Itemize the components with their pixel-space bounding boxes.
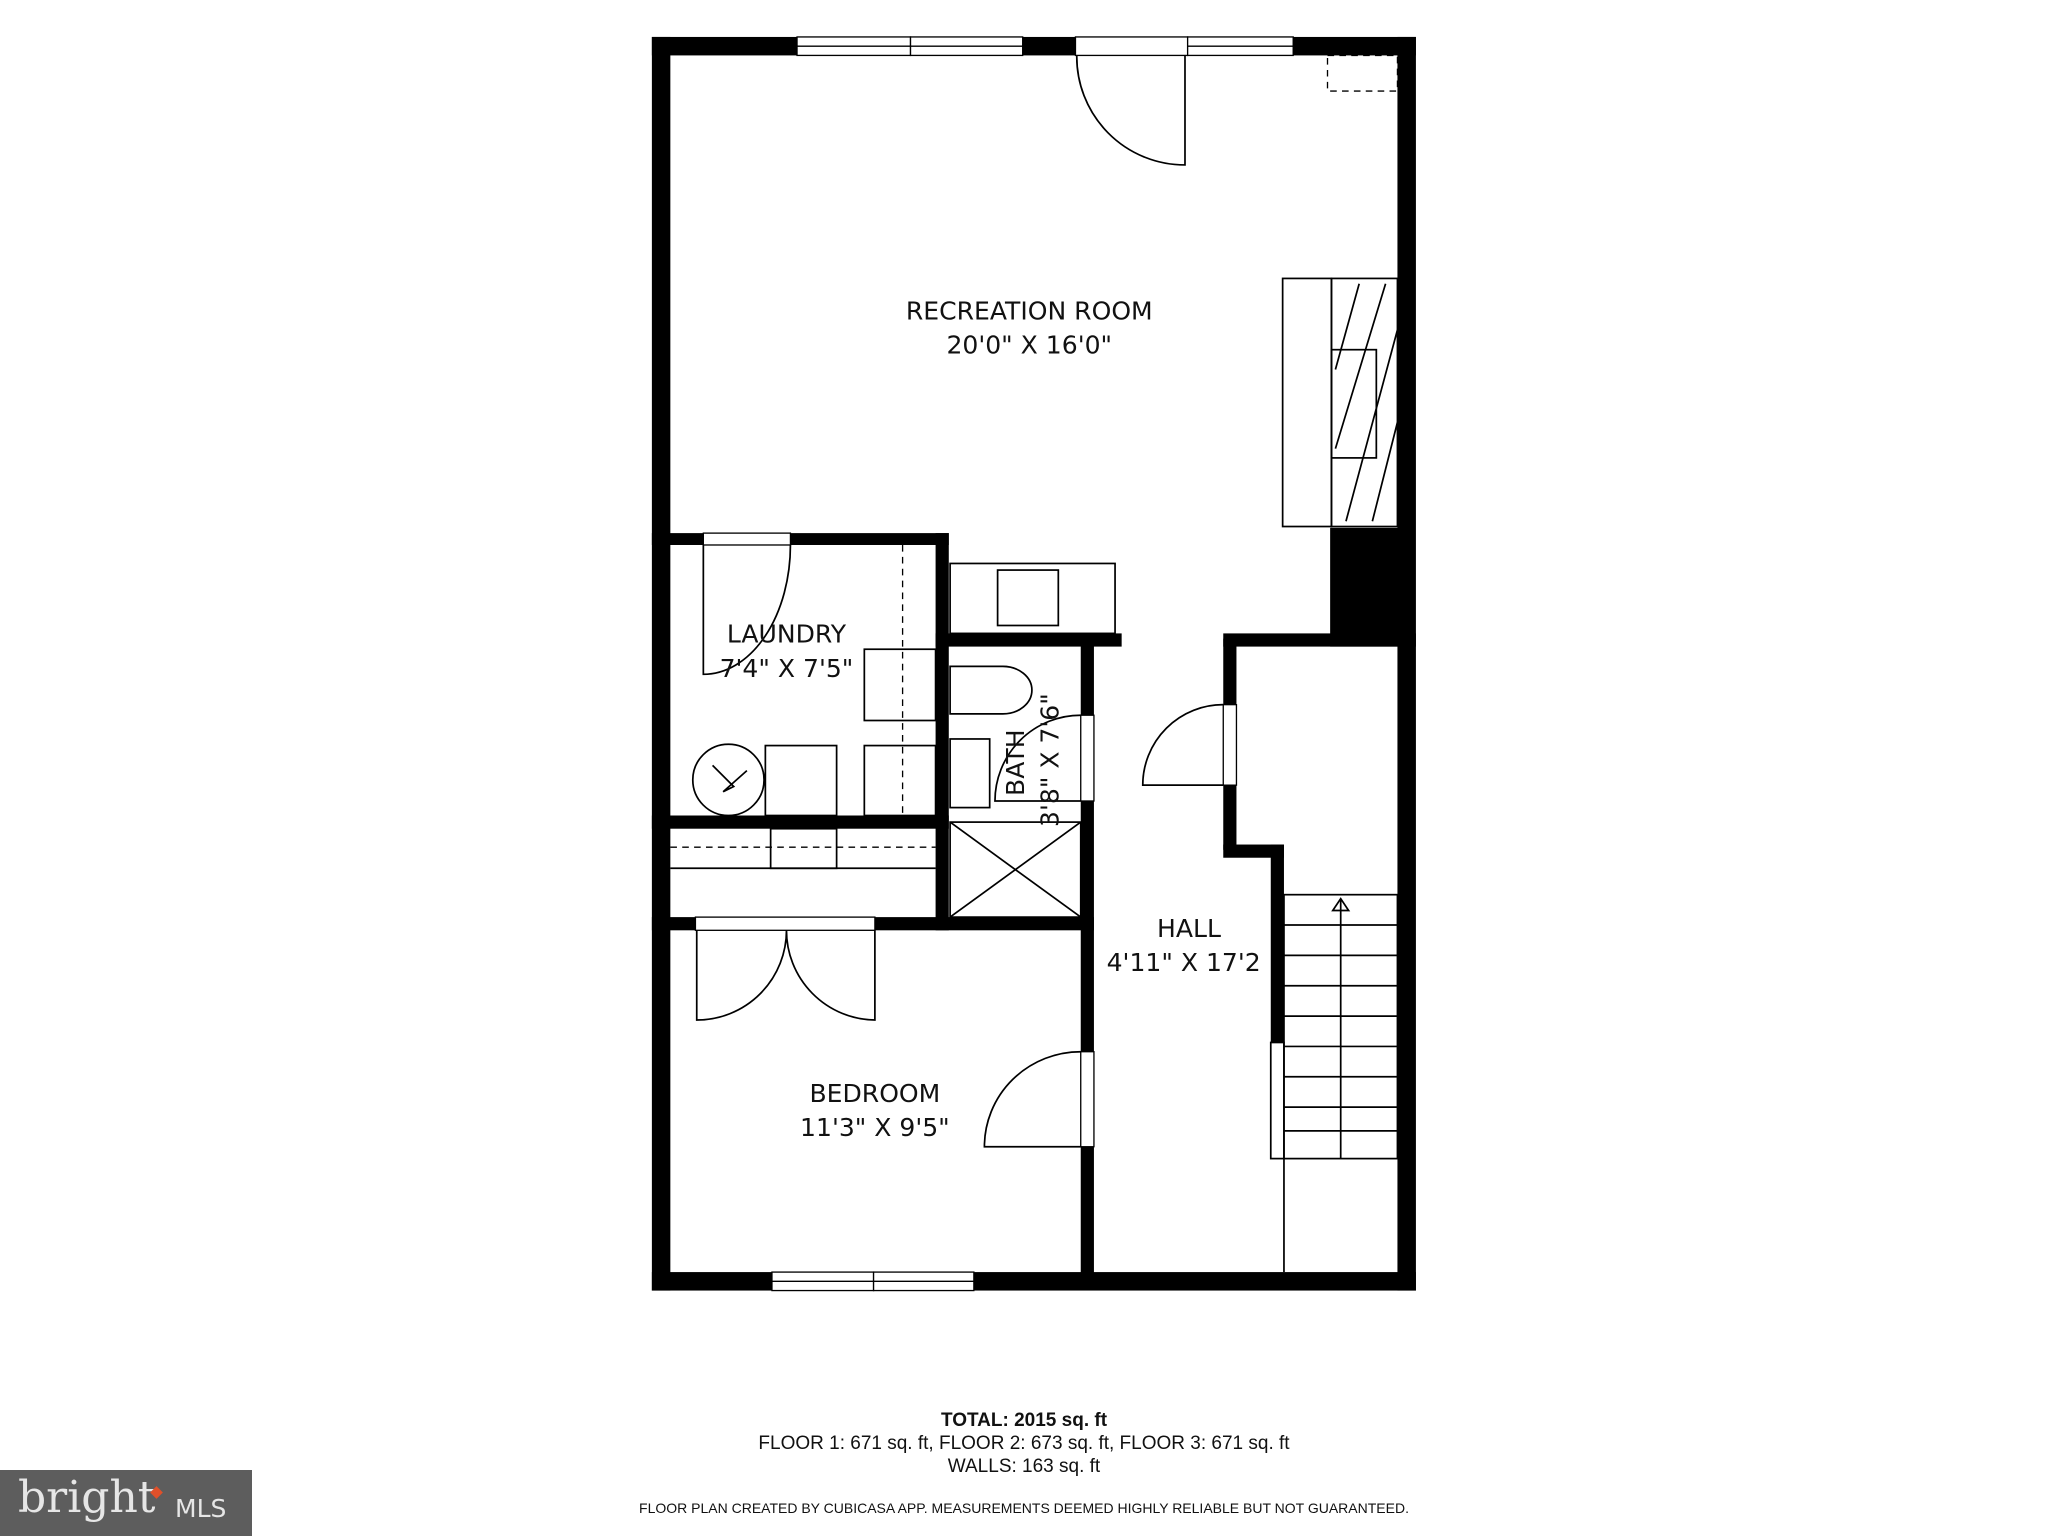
room-dims-bedroom: 11'3" X 9'5"	[800, 1113, 950, 1142]
windows	[771, 36, 1294, 1292]
room-dims-hall: 4'11" X 17'2	[1107, 948, 1261, 977]
floor-areas: FLOOR 1: 671 sq. ft, FLOOR 2: 673 sq. ft…	[758, 1433, 1290, 1454]
room-label-laundry: LAUNDRY	[727, 620, 847, 649]
room-label-bedroom: BEDROOM	[809, 1079, 940, 1108]
bright-mls-logo: bright MLS	[0, 1470, 252, 1536]
doors	[694, 55, 1238, 1148]
room-dims-laundry: 7'4" X 7'5"	[720, 654, 854, 683]
logo-bright-text: bright	[18, 1472, 156, 1523]
room-label-bath: BATH	[1001, 729, 1030, 796]
logo-mls-text: MLS	[175, 1494, 227, 1523]
walls-area: WALLS: 163 sq. ft	[947, 1456, 1101, 1477]
stairs	[1269, 893, 1399, 1273]
fixtures	[670, 54, 1399, 918]
room-dims-recreation: 20'0" X 16'0"	[946, 331, 1112, 360]
room-label-recreation: RECREATION ROOM	[906, 296, 1153, 325]
room-label-hall: HALL	[1157, 914, 1221, 943]
total-area: TOTAL: 2015 sq. ft	[940, 1410, 1108, 1431]
room-dims-bath: 3'8" X 7'6"	[1035, 693, 1064, 827]
disclaimer: FLOOR PLAN CREATED BY CUBICASA APP. MEAS…	[639, 1500, 1409, 1516]
